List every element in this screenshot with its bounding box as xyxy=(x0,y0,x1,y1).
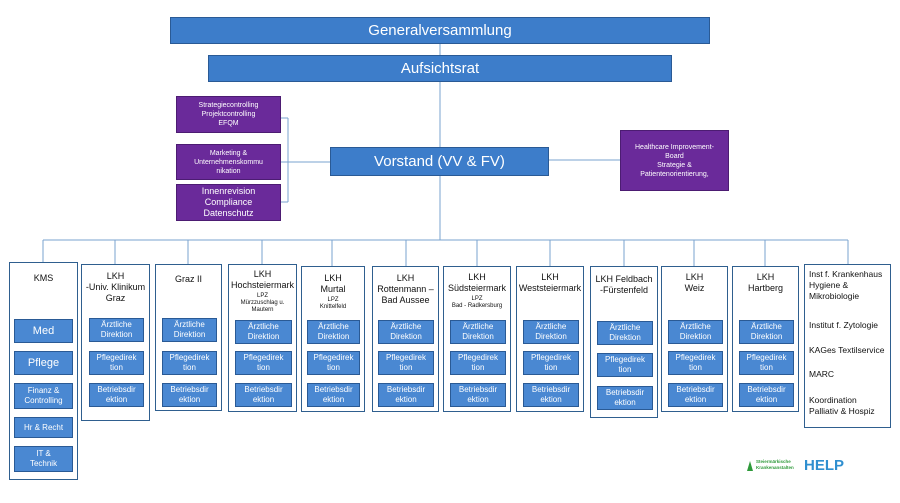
kms-item-med: Med xyxy=(14,319,73,343)
staff-marketing-label: Marketing & Unternehmenskommu nikation xyxy=(194,149,263,175)
kages-emblem-icon xyxy=(747,461,753,471)
aerztliche-direktion: Ärztliche Direktion xyxy=(739,320,794,344)
generalversammlung-label: Generalversammlung xyxy=(368,22,512,39)
aerztliche-direktion: Ärztliche Direktion xyxy=(307,320,360,344)
column-lkh-murtal: LKH Murtal LPZ Knittelfeld Ärztliche Dir… xyxy=(301,266,365,412)
column-title: LKH Südsteiermark xyxy=(447,272,507,293)
column-lkh-weiz: LKH Weiz Ärztliche Direktion Pflegedirek… xyxy=(661,266,728,412)
betriebsdirektion: Betriebsdir ektion xyxy=(89,383,144,407)
healthcare-board-label: Healthcare Improvement- Board Strategie … xyxy=(635,143,714,178)
column-lkh-hochsteiermark: LKH Hochsteiermark LPZ Mürzzuschlag u. M… xyxy=(228,264,297,412)
pflegedirektion: Pflegedirek tion xyxy=(450,351,506,375)
pflegedirektion: Pflegedirek tion xyxy=(597,353,653,377)
staff-strategiecontrolling: Strategiecontrolling Projektcontrolling … xyxy=(176,96,281,133)
vorstand-label: Vorstand (VV & FV) xyxy=(374,153,505,170)
column-title: LKH Hartberg xyxy=(747,272,783,293)
betriebsdirektion: Betriebsdir ektion xyxy=(450,383,506,407)
pflegedirektion: Pflegedirek tion xyxy=(739,351,794,375)
column-subtitle: LPZ Bad - Radkersburg xyxy=(451,296,503,309)
kms-item-hr-label: Hr & Recht xyxy=(23,422,64,432)
column-subtitle: LPZ Knittelfeld xyxy=(319,297,347,310)
pflegedirektion: Pflegedirek tion xyxy=(89,351,144,375)
betriebsdirektion: Betriebsdir ektion xyxy=(739,383,794,407)
betriebsdirektion: Betriebsdir ektion xyxy=(378,383,434,407)
pflegedirektion: Pflegedirek tion xyxy=(523,351,579,375)
aerztliche-direktion: Ärztliche Direktion xyxy=(378,320,434,344)
column-lkh-rottenmann: LKH Rottenmann – Bad Aussee Ärztliche Di… xyxy=(372,266,439,412)
staff-innenrevision-label: Innenrevision Compliance Datenschutz xyxy=(201,186,256,218)
institute-zytologie: Institut f. Zytologie xyxy=(809,320,878,330)
kms-item-med-label: Med xyxy=(32,325,55,337)
column-lkh-weststeiermark: LKH Weststeiermark Ärztliche Direktion P… xyxy=(516,266,584,412)
kms-column: KMS Med Pflege Finanz & Controlling Hr &… xyxy=(9,262,78,480)
generalversammlung-box: Generalversammlung xyxy=(170,17,710,44)
aerztliche-direktion: Ärztliche Direktion xyxy=(450,320,506,344)
institute-textilservice: KAGes Textilservice xyxy=(809,345,885,355)
betriebsdirektion: Betriebsdir ektion xyxy=(597,386,653,410)
column-title: LKH Weiz xyxy=(684,272,705,293)
staff-innenrevision: Innenrevision Compliance Datenschutz xyxy=(176,184,281,221)
column-lkh-suedsteiermark: LKH Südsteiermark LPZ Bad - Radkersburg … xyxy=(443,266,511,412)
column-lkh-univ-graz: LKH -Univ. Klinikum Graz Ärztliche Direk… xyxy=(81,264,150,421)
betriebsdirektion: Betriebsdir ektion xyxy=(235,383,292,407)
kms-item-it-label: IT & Technik xyxy=(29,449,58,468)
kms-item-hr: Hr & Recht xyxy=(14,417,73,438)
pflegedirektion: Pflegedirek tion xyxy=(162,351,217,375)
betriebsdirektion: Betriebsdir ektion xyxy=(162,383,217,407)
help-logo: HELP xyxy=(804,457,845,474)
column-subtitle: LPZ Mürzzuschlag u. Mautern xyxy=(240,293,285,313)
institute-hygiene: Inst f. Krankenhaus Hygiene & Mikrobiolo… xyxy=(809,269,883,301)
aufsichtsrat-box: Aufsichtsrat xyxy=(208,55,672,82)
aerztliche-direktion: Ärztliche Direktion xyxy=(523,320,579,344)
institute-palliativ: Koordination Palliativ & Hospiz xyxy=(809,395,875,416)
institutes-column: Inst f. Krankenhaus Hygiene & Mikrobiolo… xyxy=(804,264,891,428)
column-title: LKH -Univ. Klinikum Graz xyxy=(85,271,146,303)
pflegedirektion: Pflegedirek tion xyxy=(668,351,723,375)
kms-item-pflege-label: Pflege xyxy=(27,357,60,369)
institute-marc: MARC xyxy=(809,369,835,379)
vorstand-box: Vorstand (VV & FV) xyxy=(330,147,549,176)
aerztliche-direktion: Ärztliche Direktion xyxy=(89,318,144,342)
kms-item-pflege: Pflege xyxy=(14,351,73,375)
healthcare-board: Healthcare Improvement- Board Strategie … xyxy=(620,130,729,191)
pflegedirektion: Pflegedirek tion xyxy=(307,351,360,375)
kages-logo: Steiermärkische Krankenanstalten xyxy=(746,459,800,473)
kms-item-finanz: Finanz & Controlling xyxy=(14,383,73,409)
column-title: Graz II xyxy=(174,274,202,284)
column-lkh-hartberg: LKH Hartberg Ärztliche Direktion Pfleged… xyxy=(732,266,799,412)
staff-marketing: Marketing & Unternehmenskommu nikation xyxy=(176,144,281,180)
kms-item-it: IT & Technik xyxy=(14,446,73,472)
kms-item-finanz-label: Finanz & Controlling xyxy=(24,386,63,405)
kages-logo-text: Steiermärkische Krankenanstalten xyxy=(756,459,794,470)
column-title: LKH Hochsteiermark xyxy=(230,269,295,290)
aerztliche-direktion: Ärztliche Direktion xyxy=(668,320,723,344)
betriebsdirektion: Betriebsdir ektion xyxy=(523,383,579,407)
pflegedirektion: Pflegedirek tion xyxy=(378,351,434,375)
column-title: LKH Weststeiermark xyxy=(518,272,582,293)
aerztliche-direktion: Ärztliche Direktion xyxy=(597,321,653,345)
aufsichtsrat-label: Aufsichtsrat xyxy=(400,60,480,77)
betriebsdirektion: Betriebsdir ektion xyxy=(668,383,723,407)
aerztliche-direktion: Ärztliche Direktion xyxy=(235,320,292,344)
column-title: LKH Rottenmann – Bad Aussee xyxy=(377,273,434,305)
kms-title: KMS xyxy=(33,273,54,283)
column-title: LKH Feldbach -Fürstenfeld xyxy=(595,274,653,295)
column-title: LKH Murtal xyxy=(320,273,346,294)
betriebsdirektion: Betriebsdir ektion xyxy=(307,383,360,407)
pflegedirektion: Pflegedirek tion xyxy=(235,351,292,375)
staff-strategiecontrolling-label: Strategiecontrolling Projektcontrolling … xyxy=(198,102,259,127)
column-lkh-feldbach: LKH Feldbach -Fürstenfeld Ärztliche Dire… xyxy=(590,266,658,418)
column-graz-ii: Graz II Ärztliche Direktion Pflegedirek … xyxy=(155,264,222,411)
aerztliche-direktion: Ärztliche Direktion xyxy=(162,318,217,342)
